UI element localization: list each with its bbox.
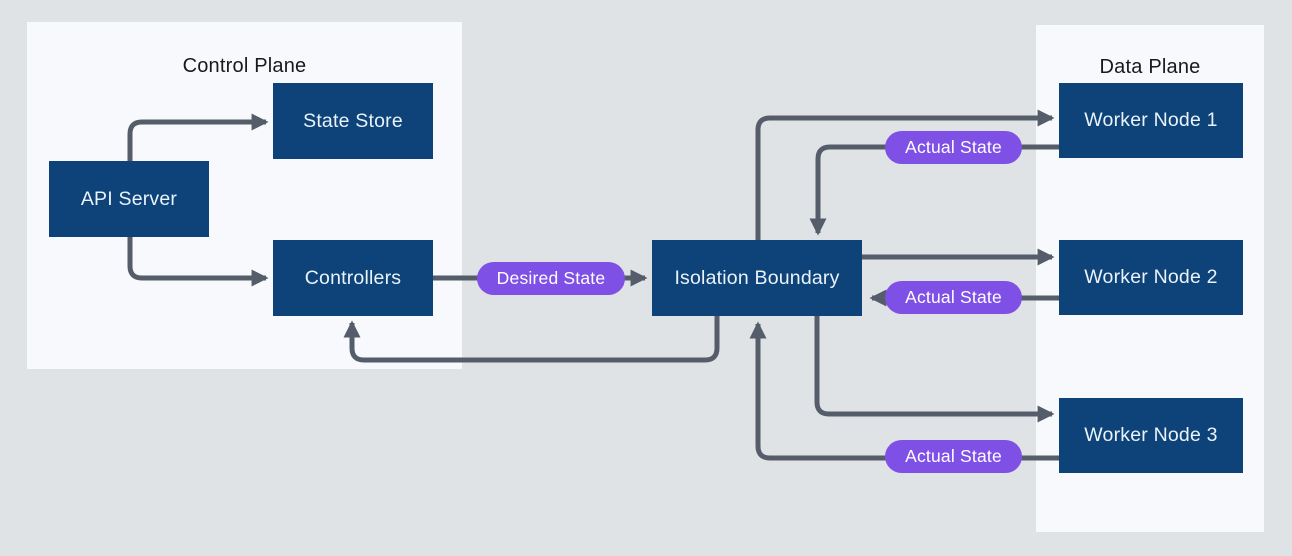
edge-label-actual-state-2: Actual State xyxy=(885,281,1022,314)
edge-label-desired-state: Desired State xyxy=(477,262,625,295)
node-isolation-boundary: Isolation Boundary xyxy=(652,240,862,316)
node-state-store: State Store xyxy=(273,83,433,159)
node-worker-node-1: Worker Node 1 xyxy=(1059,83,1243,158)
edge-worker-node-1-to-isolation-boundary xyxy=(809,144,1059,236)
control-plane-title: Control Plane xyxy=(182,55,307,77)
node-controllers: Controllers xyxy=(273,240,433,316)
edge-isolation-boundary-to-worker-node-1 xyxy=(755,109,1055,242)
data-plane-title: Data Plane xyxy=(1099,56,1201,78)
edge-worker-node-3-to-isolation-boundary xyxy=(749,321,1059,461)
node-worker-node-3: Worker Node 3 xyxy=(1059,398,1243,473)
edge-label-actual-state-3: Actual State xyxy=(885,440,1022,473)
edge-isolation-boundary-to-controllers xyxy=(343,314,720,363)
edge-isolation-boundary-to-worker-node-3 xyxy=(814,314,1055,423)
node-worker-node-2: Worker Node 2 xyxy=(1059,240,1243,315)
edge-api-server-to-controllers xyxy=(127,237,269,287)
node-api-server: API Server xyxy=(49,161,209,237)
edge-api-server-to-state-store xyxy=(127,113,269,161)
edge-label-actual-state-1: Actual State xyxy=(885,131,1022,164)
